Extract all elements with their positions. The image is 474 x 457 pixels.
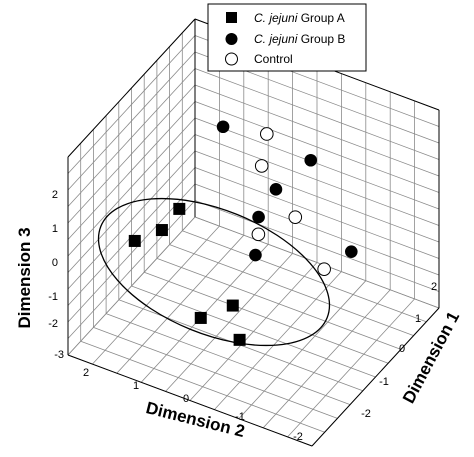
legend-marker-group-b xyxy=(225,33,238,45)
dimension-1-ticks: 2 1 0 -1 -2 xyxy=(361,281,437,420)
dimension-3-ticks: 2 1 0 -1 -2 -3 xyxy=(48,189,64,361)
tick-d1-neg1: -1 xyxy=(379,376,389,388)
point-series-2-0 xyxy=(260,127,274,141)
frame-edge-left-top xyxy=(67,18,196,158)
tick-d3-neg1: -1 xyxy=(48,291,58,303)
legend-label-group-b: C. jejuni Group B xyxy=(254,32,345,46)
back-grid-hline xyxy=(194,200,440,292)
left-grid-hline xyxy=(67,101,196,240)
point-series-0-2 xyxy=(173,202,186,215)
tick-d2-neg1: -1 xyxy=(235,411,245,423)
left-grid-hline xyxy=(67,200,196,339)
left-grid-hline xyxy=(67,84,196,224)
floor-grid-line-d2 xyxy=(169,244,414,336)
floor-grid-line-d2 xyxy=(80,340,325,433)
back-grid-hline xyxy=(194,150,440,243)
back-grid-hline xyxy=(194,183,440,276)
point-series-1-1 xyxy=(304,153,318,167)
tick-d2-0: 0 xyxy=(183,393,189,405)
point-series-0-4 xyxy=(226,299,239,312)
point-series-1-4 xyxy=(249,248,262,262)
point-series-1-2 xyxy=(269,183,283,196)
point-series-0-5 xyxy=(233,333,246,346)
tick-d3-0: 0 xyxy=(52,257,58,269)
back-grid-hline xyxy=(194,68,440,160)
left-grid-hline xyxy=(67,134,196,273)
floor-grid-line-d2 xyxy=(105,313,351,405)
point-series-2-2 xyxy=(288,210,303,224)
left-grid-hline xyxy=(67,35,196,174)
tick-d3-2: 2 xyxy=(52,189,58,201)
point-series-0-3 xyxy=(194,311,207,324)
tick-d2-2: 2 xyxy=(83,367,89,379)
axis-title-dimension-3: Dimension 3 xyxy=(15,227,34,328)
axis-title-dimension-2: Dimension 2 xyxy=(144,398,247,441)
left-grid-hline xyxy=(67,51,196,191)
tick-d3-1: 1 xyxy=(52,223,58,235)
tick-d1-2: 2 xyxy=(431,281,437,293)
dimension-2-ticks: 2 1 0 -1 -2 xyxy=(83,367,303,443)
point-series-1-3 xyxy=(252,210,265,224)
point-series-2-4 xyxy=(317,262,331,276)
tick-d1-neg2: -2 xyxy=(361,408,371,420)
frame-edge-right xyxy=(311,307,440,447)
data-points xyxy=(128,120,358,346)
point-series-1-0 xyxy=(216,120,230,134)
frame-edge-front xyxy=(67,354,313,447)
point-series-0-0 xyxy=(128,234,141,247)
group-a-ellipse-outline xyxy=(97,197,331,347)
legend-marker-group-a xyxy=(226,12,237,23)
back-grid-hline xyxy=(194,101,440,193)
point-series-0-1 xyxy=(155,224,168,237)
legend-label-control: Control xyxy=(254,52,293,66)
plot-frame xyxy=(67,18,440,447)
tick-d2-neg2: -2 xyxy=(293,431,303,443)
back-grid-hline xyxy=(194,134,440,226)
back-grid-hline xyxy=(194,167,440,259)
floor-grid-line-d2 xyxy=(156,258,402,350)
floor-grid-line-d2 xyxy=(93,327,338,419)
point-series-2-1 xyxy=(254,159,269,173)
floor-grid-line-d2 xyxy=(131,285,376,378)
tick-d3-neg2: -2 xyxy=(48,318,58,330)
axis-title-dimension-1: Dimension 1 xyxy=(399,308,463,406)
floor-grid-line-d2 xyxy=(182,230,427,323)
tick-d1-1: 1 xyxy=(415,313,421,325)
floor-grid-line-d2 xyxy=(144,271,389,364)
tick-d3-neg3: -3 xyxy=(54,349,64,361)
legend-label-group-a: C. jejuni Group A xyxy=(254,11,345,25)
floor-grid-line-d2 xyxy=(194,216,440,309)
tick-d1-0: 0 xyxy=(399,343,405,355)
point-series-2-3 xyxy=(251,227,266,242)
tick-d2-1: 1 xyxy=(133,380,139,392)
left-grid-hline xyxy=(67,68,196,207)
legend-marker-control xyxy=(225,52,238,66)
legend: C. jejuni Group A C. jejuni Group B Cont… xyxy=(207,3,367,72)
left-grid-hline xyxy=(67,117,196,257)
point-series-1-5 xyxy=(345,245,358,258)
back-grid-hline xyxy=(194,84,440,177)
left-grid-hline xyxy=(67,150,196,290)
group-a-ellipse xyxy=(97,197,331,347)
back-grid-hline xyxy=(194,117,440,210)
